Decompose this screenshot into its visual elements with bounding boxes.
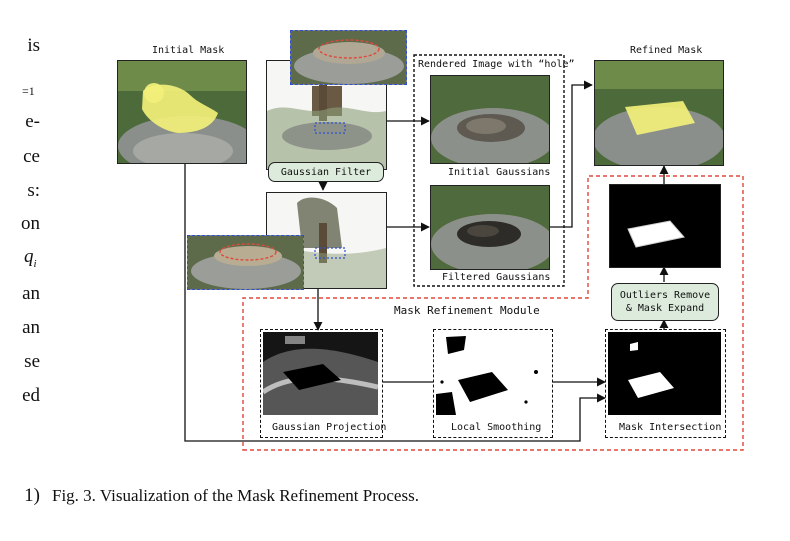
initial-gaussians-label: Initial Gaussians bbox=[448, 167, 551, 178]
initial-gaussians-image bbox=[430, 75, 550, 164]
rendered-group-frame bbox=[413, 54, 565, 287]
local-smoothing-photo bbox=[436, 332, 548, 415]
zoom-inset-top-photo bbox=[291, 31, 406, 84]
left-text-line: qi bbox=[24, 246, 37, 270]
zoom-inset-bottom-photo bbox=[188, 236, 303, 289]
initial-gaussians-photo bbox=[431, 76, 549, 163]
gaussian-projection-panel bbox=[260, 329, 383, 438]
left-text-line: e- bbox=[25, 111, 40, 132]
gaussian-projection-image bbox=[263, 332, 378, 415]
left-text-line: an bbox=[22, 283, 40, 304]
zoom-inset-bottom bbox=[187, 235, 304, 290]
zoom-inset-top bbox=[290, 30, 407, 85]
mask-intersection-label: Mask Intersection bbox=[619, 422, 722, 433]
rendered-hole-label: Rendered Image with “hole” bbox=[418, 59, 575, 70]
mask-intersection-shape bbox=[628, 342, 674, 398]
left-text-line: s: bbox=[27, 180, 40, 201]
mask-refinement-frame bbox=[242, 175, 744, 451]
expanded-mask-shape bbox=[627, 220, 685, 248]
refined-mask-image bbox=[594, 60, 724, 166]
expanded-mask-image bbox=[609, 184, 721, 268]
left-text-line: an bbox=[22, 317, 40, 338]
left-text-line: ed bbox=[22, 385, 40, 406]
figure-caption: Fig. 3. Visualization of the Mask Refine… bbox=[52, 486, 419, 505]
left-text-line: ce bbox=[23, 146, 40, 167]
initial-mask-image bbox=[117, 60, 247, 164]
left-text-line: =1 bbox=[22, 84, 35, 98]
outliers-remove-step: Outliers Remove & Mask Expand bbox=[611, 283, 719, 321]
filtered-gaussians-photo bbox=[431, 186, 549, 269]
left-text-line: on bbox=[21, 213, 40, 234]
mask-intersection-panel bbox=[605, 329, 726, 438]
gaussian-filter-label: Gaussian Filter bbox=[280, 166, 372, 178]
left-text-line: se bbox=[24, 351, 40, 372]
initial-mask-photo bbox=[118, 61, 246, 163]
original-render-photo bbox=[267, 61, 386, 169]
left-text-line: 1) bbox=[24, 485, 40, 506]
filtered-gaussians-render bbox=[266, 192, 387, 289]
refined-mask-photo bbox=[595, 61, 723, 165]
gaussian-filter-step: Gaussian Filter bbox=[268, 162, 384, 182]
initial-mask-label: Initial Mask bbox=[152, 45, 225, 56]
left-text-line: is bbox=[27, 35, 40, 56]
mask-expand-label: & Mask Expand bbox=[625, 303, 705, 314]
local-smoothing-label: Local Smoothing bbox=[451, 422, 542, 433]
gaussian-projection-photo bbox=[263, 332, 378, 415]
filtered-gaussians-label: Filtered Gaussians bbox=[442, 272, 551, 283]
mask-refinement-module-label: Mask Refinement Module bbox=[394, 304, 540, 317]
gaussian-projection-label: Gaussian Projection bbox=[272, 422, 387, 433]
local-smoothing-panel bbox=[433, 329, 553, 438]
mask-intersection-image bbox=[608, 332, 721, 415]
original-gaussians-render bbox=[266, 60, 387, 170]
outliers-remove-label: Outliers Remove bbox=[619, 290, 711, 301]
filtered-gaussians-image bbox=[430, 185, 550, 270]
refined-mask-label: Refined Mask bbox=[630, 45, 703, 56]
local-smoothing-image bbox=[436, 332, 548, 415]
